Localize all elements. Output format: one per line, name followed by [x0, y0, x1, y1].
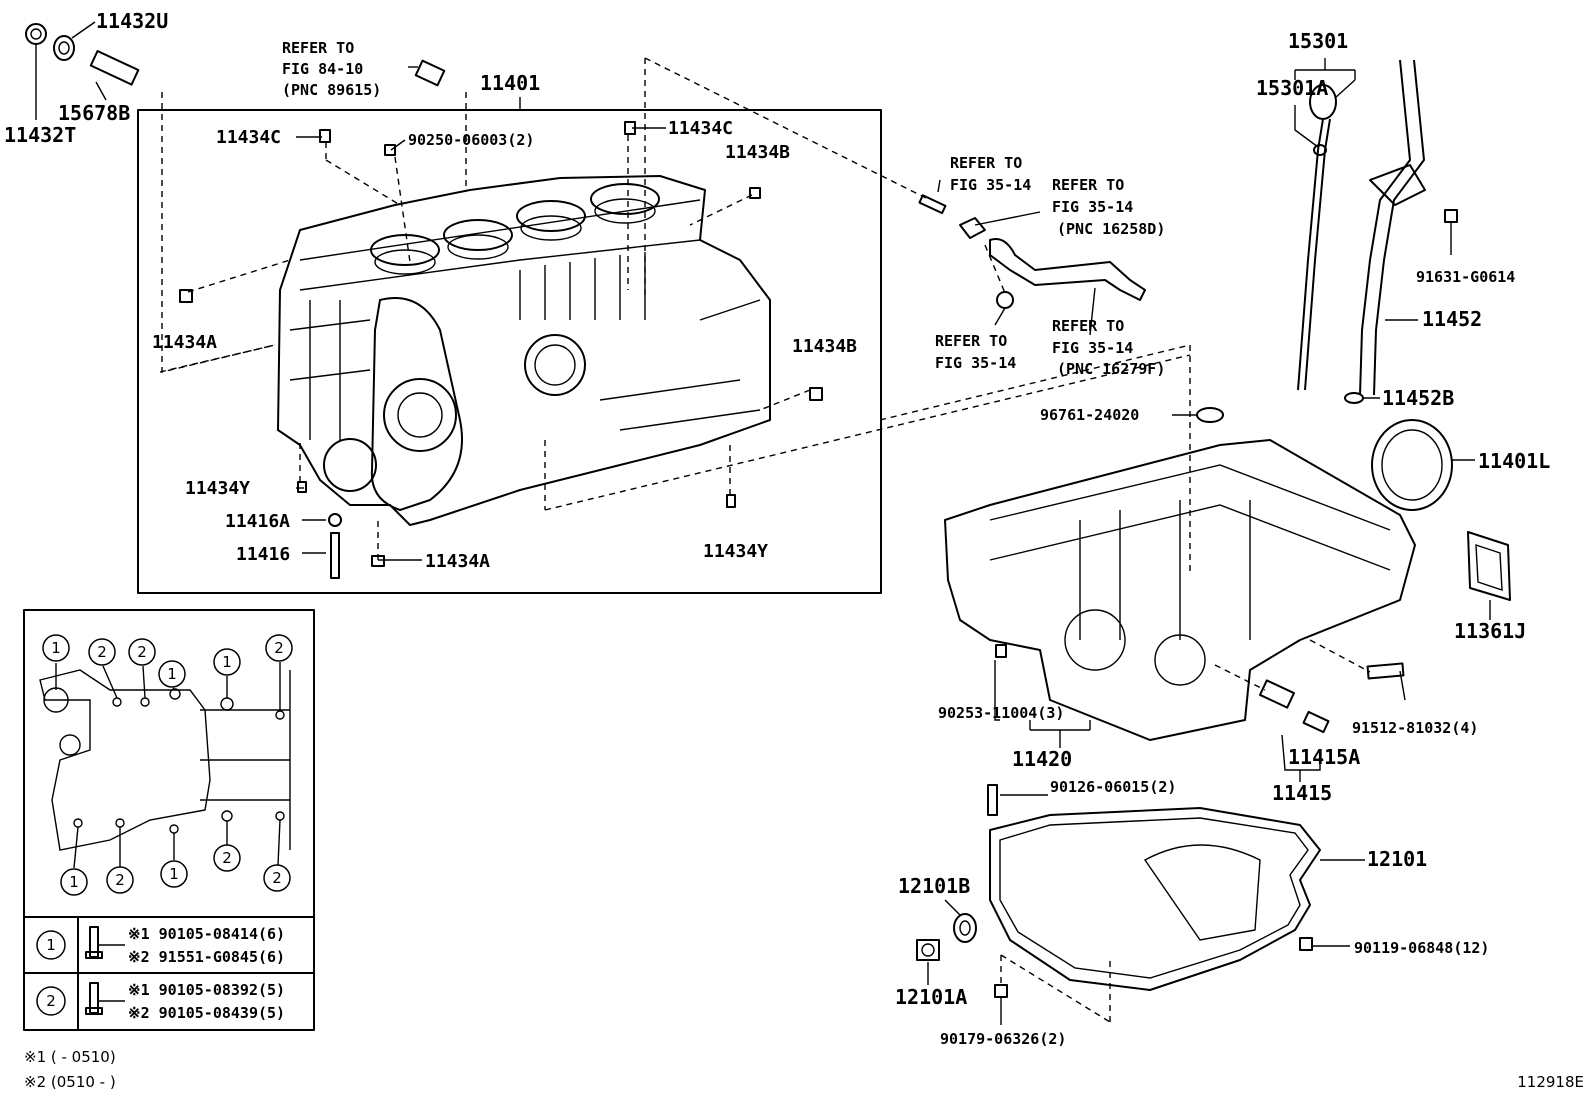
label-11432T: 11432T: [4, 123, 76, 147]
svg-text:1: 1: [69, 873, 79, 891]
label-15678B: 15678B: [58, 101, 130, 125]
label-90253: 90253-11004(3): [938, 704, 1064, 722]
label-11401L: 11401L: [1478, 449, 1550, 473]
svg-text:1: 1: [167, 665, 177, 683]
bolt-row2-item2: ※2 90105-08439(5): [128, 1004, 285, 1022]
svg-text:2: 2: [137, 643, 147, 661]
label-11415A: 11415A: [1288, 745, 1360, 769]
marker-9: 2: [213, 844, 241, 872]
cylinder-block[interactable]: [277, 175, 771, 526]
marker-3: 2: [128, 638, 156, 666]
table-marker-2: [36, 986, 66, 1016]
block-group-frame: [137, 109, 882, 594]
svg-text:2: 2: [272, 869, 282, 887]
label-11452: 11452: [1422, 307, 1482, 331]
block-leaders: [159, 57, 1191, 575]
bolt-row1-item2: ※2 91551-G0845(6): [128, 948, 285, 966]
cover-plate[interactable]: [1467, 531, 1511, 620]
marker-10: 2: [106, 866, 134, 894]
bolt-table: 1 2 ※1 90105-08414(6) ※2 91551-G0845(6) …: [36, 925, 285, 1022]
label-11420: 11420: [1012, 747, 1072, 771]
label-11434C-left: 11434C: [216, 127, 281, 148]
label-11434A-left: 11434A: [152, 332, 217, 353]
label-11434B-right: 11434B: [792, 336, 857, 357]
svg-text:1: 1: [46, 936, 56, 954]
label-12101: 12101: [1367, 847, 1427, 871]
oil-pan[interactable]: [916, 784, 1365, 1025]
label-12101B: 12101B: [898, 874, 970, 898]
label-15301A: 15301A: [1256, 76, 1328, 100]
svg-text:2: 2: [97, 643, 107, 661]
label-90250: 90250-06003(2): [408, 131, 534, 149]
label-91512: 91512-81032(4): [1352, 719, 1478, 737]
figure-id: 112918E: [1517, 1073, 1584, 1091]
svg-text:1: 1: [51, 639, 61, 657]
label-refer4-a: REFER TO: [935, 332, 1007, 350]
label-11452B: 11452B: [1382, 386, 1454, 410]
bolt-layout-frame: [23, 609, 315, 1031]
label-11401: 11401: [480, 71, 540, 95]
label-11434A-bottom: 11434A: [425, 551, 490, 572]
svg-text:1: 1: [222, 653, 232, 671]
svg-text:2: 2: [115, 871, 125, 889]
marker-2: 2: [88, 638, 116, 666]
label-refer1-c: (PNC 89615): [282, 81, 381, 99]
gasket-markers: 1 2 2 1 1 2 1 1 2 2 2: [42, 634, 293, 896]
note-1: ※1 ( - 0510): [24, 1048, 116, 1066]
label-11416: 11416: [236, 544, 290, 565]
label-refer1-b: FIG 84-10: [282, 60, 363, 78]
label-11432U: 11432U: [96, 9, 168, 33]
marker-11: 2: [263, 864, 291, 892]
oil-dipstick[interactable]: [1294, 58, 1356, 391]
label-11434Y-right: 11434Y: [703, 541, 768, 562]
marker-6: 2: [265, 634, 293, 662]
label-refer3-c: (PNC 16258D): [1057, 220, 1165, 238]
marker-5: 1: [213, 648, 241, 676]
rear-oil-seal[interactable]: [1371, 419, 1475, 511]
label-refer1-a: REFER TO: [282, 39, 354, 57]
svg-text:1: 1: [169, 865, 179, 883]
label-refer5-c: (PNC 16279F): [1057, 360, 1165, 378]
label-96761: 96761-24020: [1040, 406, 1139, 424]
oil-strainer-pipe[interactable]: [918, 179, 1224, 423]
label-refer3-a: REFER TO: [1052, 176, 1124, 194]
svg-text:2: 2: [46, 992, 56, 1010]
dipstick-guide[interactable]: [1344, 59, 1458, 404]
label-11434B-top: 11434B: [725, 142, 790, 163]
label-11434Y-left: 11434Y: [185, 478, 250, 499]
label-refer4-b: FIG 35-14: [935, 354, 1016, 372]
label-refer5-b: FIG 35-14: [1052, 339, 1133, 357]
svg-text:2: 2: [274, 639, 284, 657]
part-labels: 11432U 15678B 11432T REFER TO FIG 84-10 …: [4, 9, 1550, 1048]
marker-4: 1: [158, 660, 186, 688]
bolt-layout-drawing: [39, 662, 291, 869]
small-parts-top-left[interactable]: [25, 21, 823, 579]
label-90126: 90126-06015(2): [1050, 778, 1176, 796]
table-marker-1: [36, 930, 66, 960]
note-2: ※2 (0510 - ): [24, 1073, 116, 1091]
bolt-row1-item1: ※1 90105-08414(6): [128, 925, 285, 943]
marker-8: 1: [160, 860, 188, 888]
svg-text:2: 2: [222, 849, 232, 867]
label-12101A: 12101A: [895, 985, 967, 1009]
label-90119: 90119-06848(12): [1354, 939, 1489, 957]
label-refer2-a: REFER TO: [950, 154, 1022, 172]
bolt-row2-item1: ※1 90105-08392(5): [128, 981, 285, 999]
label-91631: 91631-G0614: [1416, 268, 1515, 286]
label-11361J: 11361J: [1454, 619, 1526, 643]
label-90179: 90179-06326(2): [940, 1030, 1066, 1048]
marker-1: 1: [42, 634, 70, 662]
label-refer2-b: FIG 35-14: [950, 176, 1031, 194]
stiffening-crankcase[interactable]: [944, 439, 1416, 782]
label-refer3-b: FIG 35-14: [1052, 198, 1133, 216]
label-11416A: 11416A: [225, 511, 290, 532]
marker-7: 1: [60, 868, 88, 896]
label-15301: 15301: [1288, 29, 1348, 53]
label-refer5-a: REFER TO: [1052, 317, 1124, 335]
label-11434C-right: 11434C: [668, 118, 733, 139]
label-11415: 11415: [1272, 781, 1332, 805]
